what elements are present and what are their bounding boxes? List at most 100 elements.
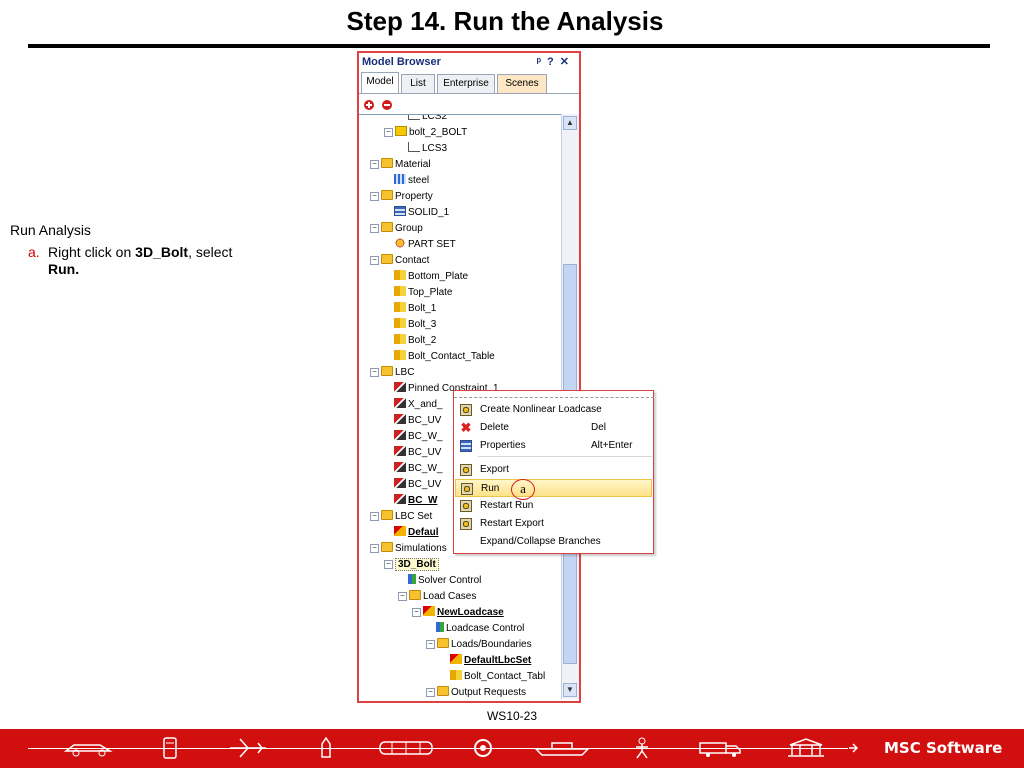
tree-item-label: BC_UV <box>408 415 442 426</box>
collapse-toggle-icon[interactable]: − <box>370 512 379 521</box>
tree-item[interactable]: Defaul <box>394 525 439 541</box>
close-icon[interactable]: ✕ <box>559 56 575 68</box>
tree-item[interactable]: LCS2 <box>408 115 447 125</box>
building-icon <box>788 738 824 757</box>
context-menu-item[interactable]: Run <box>455 479 652 497</box>
folder-icon <box>409 590 421 600</box>
constraint-icon <box>394 462 406 472</box>
scroll-down-icon[interactable]: ▼ <box>563 683 577 697</box>
collapse-toggle-icon[interactable]: − <box>384 560 393 569</box>
tree-item[interactable]: − LBC Set <box>370 509 432 525</box>
tree-item-label: Simulations <box>395 543 447 554</box>
tree-item[interactable]: −Loads/Boundaries <box>426 637 532 653</box>
tree-item[interactable]: −3D_Bolt <box>384 557 439 573</box>
tree-item[interactable]: BC_UV <box>394 445 441 461</box>
step-bold-action: Run. <box>48 261 80 277</box>
tree-item[interactable]: −Contact <box>370 253 429 269</box>
folder-icon <box>381 222 393 232</box>
tree-item[interactable]: LCS3 <box>408 141 447 157</box>
tree-item[interactable]: BC_UV <box>394 477 441 493</box>
context-menu-shortcut: Del <box>591 422 607 433</box>
tree-item[interactable]: BC_W <box>394 493 437 509</box>
tree-item[interactable]: −NewLoadcase <box>412 605 504 621</box>
tree-item[interactable]: BC_UV <box>394 413 441 429</box>
context-menu-item[interactable]: Restart Export <box>455 515 652 533</box>
tree-item-label: LBC Set <box>395 511 433 522</box>
tree-item[interactable]: − Load Cases <box>398 589 476 605</box>
gear-icon <box>460 500 472 512</box>
properties-icon <box>460 440 472 452</box>
context-menu-item[interactable]: Expand/Collapse Branches <box>455 533 652 551</box>
collapse-toggle-icon[interactable]: − <box>370 544 379 553</box>
model-browser-panel: Model Browser ᵖ?✕ Model List Enterprise … <box>357 51 581 703</box>
constraint-icon <box>394 478 406 488</box>
step-text-1: Right click on <box>48 244 136 260</box>
tree-item-label: Load Cases <box>423 591 477 602</box>
cube-icon <box>395 126 407 136</box>
collapse-toggle-icon[interactable]: − <box>398 592 407 601</box>
tab-list[interactable]: List <box>401 74 435 93</box>
tree-item-label: BC_W_ <box>408 431 443 442</box>
tree-item[interactable]: Bottom_Plate <box>394 269 468 285</box>
delete-icon: ✖ <box>460 420 472 435</box>
scroll-up-icon[interactable]: ▲ <box>563 116 577 130</box>
collapse-toggle-icon[interactable]: − <box>412 608 421 617</box>
titlebar-controls[interactable]: ᵖ?✕ <box>537 53 575 71</box>
tree-item[interactable]: Bolt_Contact_Table <box>394 349 495 365</box>
context-menu-item[interactable]: Create Nonlinear Loadcase <box>455 401 652 419</box>
contact-icon <box>394 334 406 344</box>
tree-item[interactable]: −Group <box>370 221 423 237</box>
tree-item[interactable]: Bolt_2 <box>394 333 436 349</box>
tree-item[interactable]: BC_W_ <box>394 461 442 477</box>
tree-item[interactable]: Bolt_Contact_Tabl <box>450 669 545 685</box>
tree-item-label: Property <box>395 191 433 202</box>
property-table-icon <box>394 206 406 216</box>
folder-icon <box>381 190 393 200</box>
collapse-toggle-icon[interactable]: − <box>370 224 379 233</box>
tree-item[interactable]: PART SET <box>394 237 456 253</box>
tree-item[interactable]: − Material <box>370 157 431 173</box>
tree-item[interactable]: BC_W_ <box>394 429 442 445</box>
help-icon[interactable]: ? <box>547 56 560 68</box>
pin-icon[interactable]: ᵖ <box>536 56 548 68</box>
tree-item[interactable]: − Property <box>370 189 433 205</box>
tab-scenes[interactable]: Scenes <box>497 74 547 93</box>
collapse-toggle-icon[interactable]: − <box>384 128 393 137</box>
tree-item[interactable]: Solver Control <box>408 573 481 589</box>
tree-item[interactable]: − Simulations <box>370 541 447 557</box>
context-menu-item[interactable]: Export <box>455 461 652 479</box>
tree-item-label: Material <box>395 159 431 170</box>
collapse-toggle-icon[interactable]: − <box>370 368 379 377</box>
context-menu-item-label: Create Nonlinear Loadcase <box>480 404 602 415</box>
msc-software-logo: MSC Software <box>884 739 1003 757</box>
tree-item[interactable]: Bolt_1 <box>394 301 436 317</box>
tree-item[interactable]: Top_Plate <box>394 285 452 301</box>
collapse-toggle-icon[interactable]: − <box>426 688 435 697</box>
collapse-toggle-icon[interactable]: − <box>370 256 379 265</box>
collapse-all-icon[interactable] <box>382 100 392 110</box>
tree-item[interactable]: −Output Requests <box>426 685 526 700</box>
tree-item-label: 3D_Bolt <box>395 558 439 571</box>
tree-item[interactable]: steel <box>394 173 429 189</box>
tree-item[interactable]: DefaultLbcSet <box>450 653 531 669</box>
context-menu-item[interactable]: Restart Run <box>455 497 652 515</box>
tree-item[interactable]: X_and_ <box>394 397 442 413</box>
collapse-toggle-icon[interactable]: − <box>426 640 435 649</box>
lbcset-icon <box>450 654 462 664</box>
tree-item[interactable]: −LBC <box>370 365 414 381</box>
lbcset-icon <box>423 606 435 616</box>
tree-item[interactable]: Bolt_3 <box>394 317 436 333</box>
collapse-toggle-icon[interactable]: − <box>370 192 379 201</box>
tree-item[interactable]: Pinned Constraint_1 <box>394 381 499 397</box>
tab-enterprise[interactable]: Enterprise <box>437 74 495 93</box>
tab-model[interactable]: Model <box>361 72 399 93</box>
tree-item[interactable]: SOLID_1 <box>394 205 449 221</box>
collapse-toggle-icon[interactable]: − <box>370 160 379 169</box>
expand-all-icon[interactable] <box>364 100 374 110</box>
tree-item[interactable]: Loadcase Control <box>436 621 524 637</box>
tree-item-label: Top_Plate <box>408 287 453 298</box>
tree-item[interactable]: −bolt_2_BOLT <box>384 125 467 141</box>
